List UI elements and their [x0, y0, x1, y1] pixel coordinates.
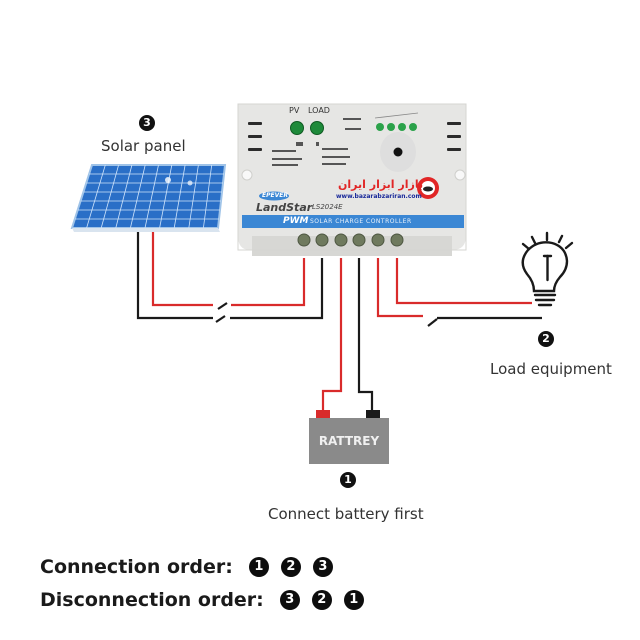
terminal-screw-icon	[315, 233, 329, 247]
soc-led-icon	[376, 123, 384, 131]
panel-cell-line	[188, 164, 199, 229]
panel-cell-line	[86, 164, 106, 229]
battery-label: Connect battery first	[268, 505, 424, 523]
panel-cell-line	[159, 164, 173, 229]
connection-step-badge: 2	[280, 557, 301, 577]
disconnection-step-badge: 2	[311, 590, 332, 610]
light-bulb-icon	[521, 231, 574, 307]
disconnection-step-badge: 3	[279, 590, 300, 610]
band-type: PWM	[283, 216, 309, 226]
panel-cell-line	[203, 164, 213, 229]
load-indicator-label: LOAD	[308, 106, 330, 115]
load-step-badge: 2	[538, 331, 554, 347]
panel-cells	[74, 164, 224, 229]
terminal-screw-icon	[297, 233, 311, 247]
watermark-title: بازار ابزار ایران	[338, 178, 424, 191]
watermark-url: www.bazarabzariran.com	[336, 193, 422, 200]
model-number: LS2024E	[312, 203, 343, 211]
load-label: Load equipment	[490, 360, 612, 378]
solar-panel-step-badge: 3	[139, 115, 155, 131]
battery-negative-terminal	[366, 410, 380, 418]
brand-name: EPEVER	[262, 192, 288, 199]
battery-name: RATTREY	[318, 434, 380, 448]
printed-legend	[272, 118, 361, 166]
panel-cell-line	[100, 164, 119, 229]
load-led-icon	[310, 121, 324, 135]
terminal-screw-icon	[371, 233, 385, 247]
battery-step-badge: 1	[340, 472, 356, 488]
pv-indicator-label: PV	[289, 106, 300, 115]
terminal-block	[297, 233, 404, 247]
battery-body	[309, 418, 389, 464]
panel-cell-line	[130, 164, 146, 229]
terminal-screw-icon	[334, 233, 348, 247]
connection-order: Connection order: 1 2 3	[40, 556, 333, 578]
pwm-band	[242, 215, 464, 228]
solar-panel-label: Solar panel	[101, 137, 186, 155]
brand-logo	[259, 191, 289, 201]
disconnection-order-label: Disconnection order:	[40, 589, 264, 611]
terminal-screw-icon	[390, 233, 404, 247]
pv-led-icon	[290, 121, 304, 135]
battery-positive-terminal	[316, 410, 330, 418]
connection-order-label: Connection order:	[40, 556, 233, 578]
soc-led-icon	[387, 123, 395, 131]
vents	[248, 122, 461, 151]
watermark-gear-icon	[417, 177, 439, 199]
solar-panel	[70, 164, 227, 232]
panel-cell-line	[115, 164, 133, 229]
connection-step-badge: 1	[248, 557, 269, 577]
soc-led-icon	[398, 123, 406, 131]
model-name: LandStar	[256, 201, 313, 214]
terminal-screw-icon	[352, 233, 366, 247]
charge-controller	[237, 103, 467, 256]
battery-wires	[321, 258, 374, 410]
connection-step-badge: 3	[312, 557, 333, 577]
pv-wires	[136, 232, 324, 323]
disconnection-step-badge: 1	[343, 590, 364, 610]
setting-button-icon	[393, 147, 403, 157]
panel-cell-line	[144, 164, 159, 229]
load-wires	[376, 258, 542, 327]
disconnection-order: Disconnection order: 3 2 1	[40, 589, 364, 611]
band-text: SOLAR CHARGE CONTROLLER	[310, 218, 412, 225]
soc-led-icon	[409, 123, 417, 131]
panel-cell-line	[173, 164, 186, 229]
battery	[309, 410, 389, 464]
